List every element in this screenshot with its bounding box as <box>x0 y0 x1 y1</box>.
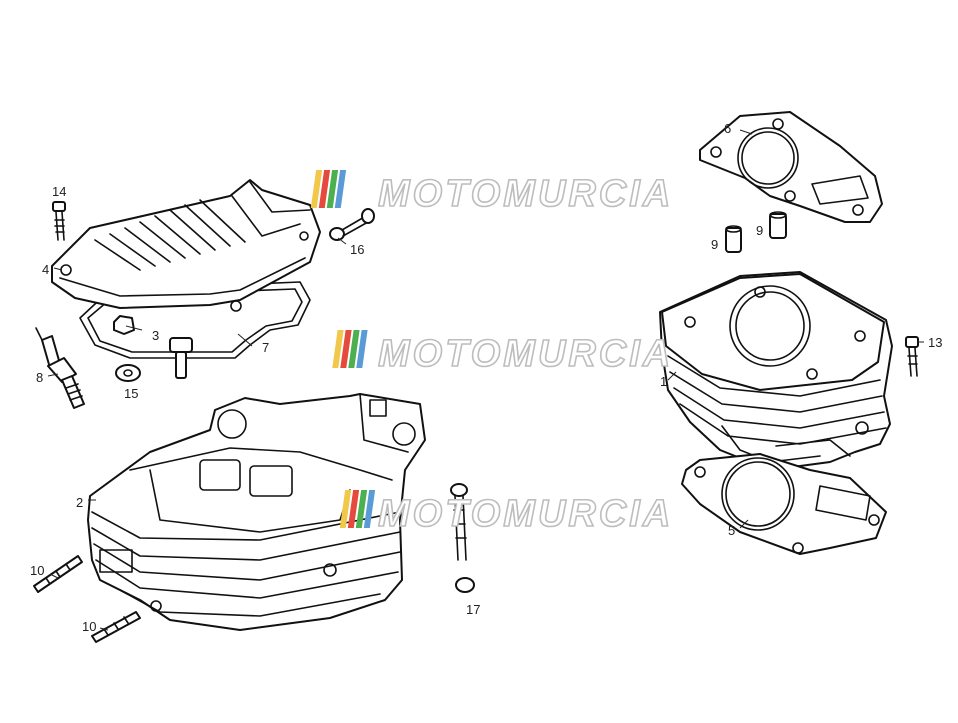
callout-labels: 14 4 3 7 8 15 16 2 10 10 17 6 9 9 1 13 5 <box>30 121 942 634</box>
callout-15: 15 <box>124 386 138 401</box>
part-6-head-gasket <box>699 111 883 223</box>
watermark-logo-middle: MOTOMURCIA <box>332 330 673 376</box>
part-9-dowel-left <box>725 225 742 253</box>
callout-8: 8 <box>36 370 43 385</box>
callout-5: 5 <box>728 523 735 538</box>
part-9-dowel-right <box>769 211 787 239</box>
callout-3: 3 <box>152 328 159 343</box>
callout-17: 17 <box>466 602 480 617</box>
cover-bolt <box>169 337 193 379</box>
part-1-cylinder <box>659 271 893 471</box>
part-14-bolt <box>52 201 66 241</box>
callout-2: 2 <box>76 495 83 510</box>
watermark-text-middle: MOTOMURCIA <box>378 333 673 375</box>
part-15-washer <box>115 364 141 382</box>
part-4-head-cover <box>51 179 321 312</box>
callout-9-right: 9 <box>756 223 763 238</box>
part-10-stud-upper <box>33 555 83 593</box>
watermark-text-upper: MOTOMURCIA <box>378 173 673 215</box>
callout-10-lower: 10 <box>82 619 96 634</box>
callout-6: 6 <box>724 121 731 136</box>
part-10-stud-lower <box>91 611 141 643</box>
part-16-bolt <box>329 208 375 241</box>
callout-13: 13 <box>928 335 942 350</box>
leader-lines <box>47 129 924 631</box>
watermark-text-lower: MOTOMURCIA <box>378 493 673 535</box>
watermark-logo-upper: MOTOMURCIA <box>310 170 673 216</box>
callout-16: 16 <box>350 242 364 257</box>
part-3-bolt <box>113 315 135 335</box>
callout-7: 7 <box>262 340 269 355</box>
callout-4: 4 <box>42 262 49 277</box>
callout-14: 14 <box>52 184 66 199</box>
part-13-bolt <box>905 336 919 377</box>
watermark-logo-lower: MOTOMURCIA <box>339 490 673 536</box>
callout-9-left: 9 <box>711 237 718 252</box>
callout-10-upper: 10 <box>30 563 44 578</box>
part-2-cylinder-head <box>87 393 426 631</box>
callout-1: 1 <box>660 374 667 389</box>
part-8-spark-plug <box>35 327 85 409</box>
part-5-base-gasket <box>681 453 887 555</box>
part-17-bolt <box>450 483 475 593</box>
